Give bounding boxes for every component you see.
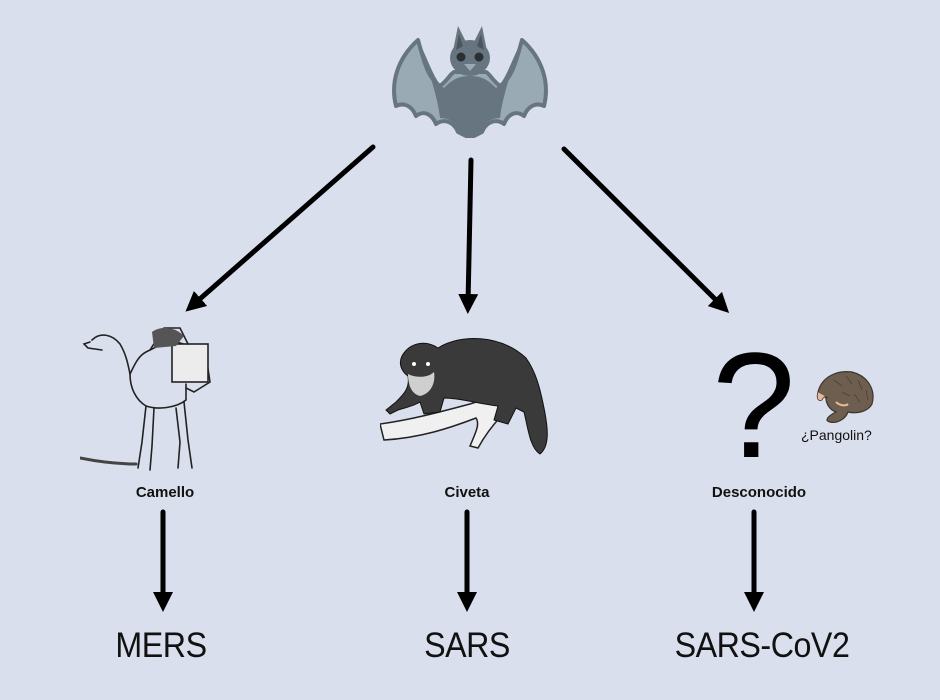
arrow-bat-to-camel	[185, 144, 376, 312]
disease-sars: SARS	[424, 626, 510, 665]
civet-illustration	[380, 338, 548, 455]
pangolin-label: ¿Pangolin?	[801, 427, 872, 443]
arrow-bat-to-unknown	[561, 146, 730, 314]
host-label-civeta: Civeta	[444, 484, 490, 501]
disease-mers: MERS	[115, 626, 207, 665]
bat-icon	[392, 26, 548, 138]
host-label-desconocido: Desconocido	[711, 484, 807, 501]
question-mark-icon: ?	[712, 321, 796, 489]
disease-sars-cov2: SARS-CoV2	[674, 626, 850, 665]
arrow-bat-to-civet	[458, 157, 479, 314]
camel-illustration	[80, 327, 211, 471]
host-label-camello: Camello	[135, 484, 195, 501]
pangolin-illustration	[816, 371, 874, 423]
